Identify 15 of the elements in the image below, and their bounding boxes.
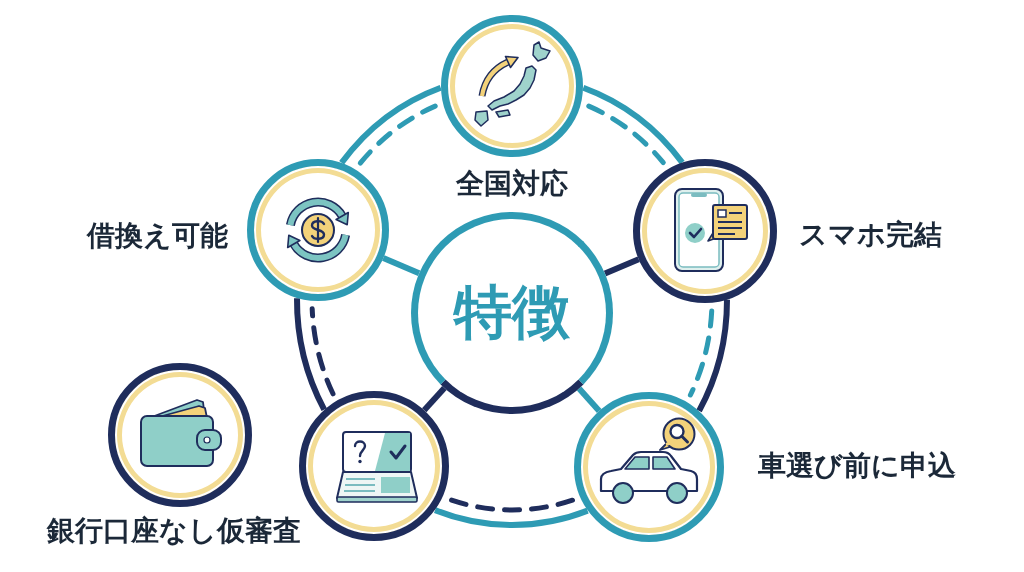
feature-label: 車選び前に申込 <box>758 449 956 483</box>
connector-line <box>421 386 447 413</box>
road-arc <box>339 84 442 166</box>
feature-label: スマホ完結 <box>798 218 942 252</box>
road-arc <box>687 299 730 413</box>
connector-line <box>576 386 602 413</box>
feature-label: 借換え可能 <box>86 219 228 253</box>
connector-line <box>382 255 421 277</box>
feature-label: 銀行口座なし仮審査 <box>47 514 301 548</box>
road-arc <box>294 298 336 411</box>
connector-line <box>603 256 640 277</box>
road-arc <box>582 84 685 166</box>
feature-label: 全国対応 <box>456 167 568 201</box>
road-arc <box>434 497 589 528</box>
hub-label: 特徴 <box>454 281 570 345</box>
